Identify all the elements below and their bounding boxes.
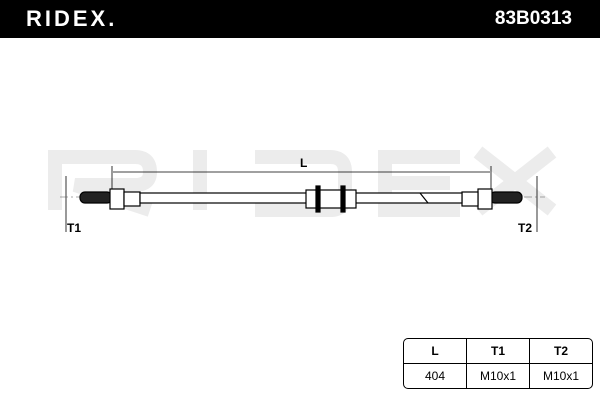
- hose: [139, 192, 463, 204]
- thread-left: [79, 191, 113, 204]
- fitting-right: [477, 188, 493, 210]
- watermark-logo: [48, 146, 557, 217]
- brand-logo: RIDEX.: [26, 6, 118, 31]
- header-T1: T1: [466, 339, 529, 364]
- fitting-left: [109, 188, 125, 210]
- header-bar: RIDEX. 83B0313: [0, 0, 600, 38]
- spec-table: L T1 T2 404 M10x1 M10x1: [403, 338, 593, 389]
- value-L: 404: [424, 369, 446, 383]
- header-L: L: [404, 339, 466, 364]
- thread-right: [489, 191, 523, 204]
- label-T1: T1: [67, 221, 81, 235]
- value-T2: M10x1: [529, 364, 592, 388]
- value-T1: M10x1: [466, 364, 529, 388]
- center-sleeve: [305, 189, 357, 209]
- label-L: L: [300, 156, 307, 170]
- label-T2: T2: [518, 221, 532, 235]
- header-T2: T2: [529, 339, 592, 364]
- part-number: 83B0313: [494, 8, 572, 29]
